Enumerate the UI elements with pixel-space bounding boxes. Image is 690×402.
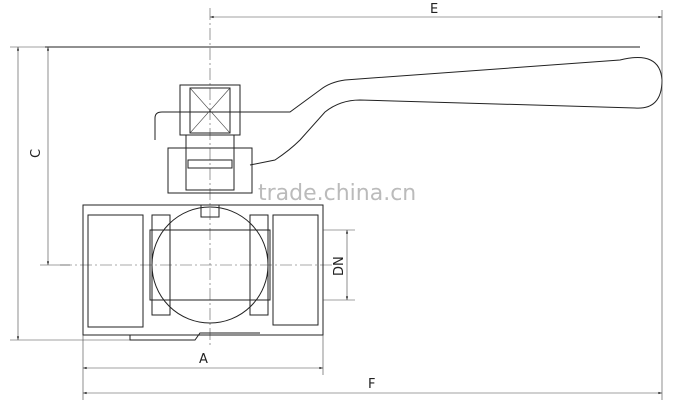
dimension-a-label: A	[199, 352, 208, 367]
watermark: trade.china.cn	[258, 181, 416, 206]
valve-body	[82, 204, 324, 336]
dimension-e-label: E	[430, 2, 438, 17]
body-bottom-step	[83, 332, 260, 341]
stem-square	[189, 87, 231, 134]
dimension-f-label: F	[368, 377, 375, 392]
bonnet	[167, 147, 253, 194]
stem-tang	[200, 204, 220, 218]
left-thread-bore	[87, 214, 144, 328]
stem	[185, 134, 235, 191]
lever-handle	[154, 57, 663, 166]
right-seat	[249, 214, 269, 316]
right-thread-bore	[272, 214, 319, 326]
dimension-c-label: C	[29, 149, 44, 158]
dimension-dn-label: DN	[332, 256, 347, 276]
left-seat	[151, 214, 171, 316]
stem-seal	[187, 159, 233, 169]
